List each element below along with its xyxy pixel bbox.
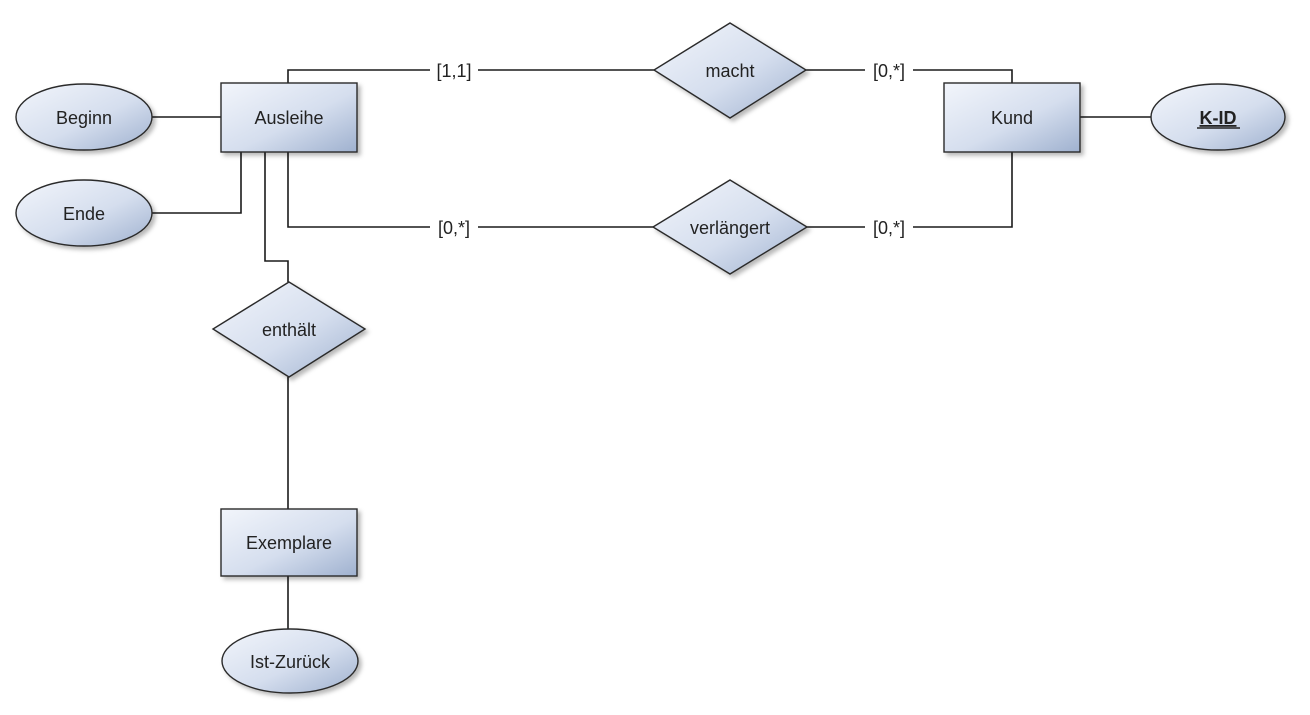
entity-exemplare[interactable]: Exemplare [220,508,358,577]
cardinality-verlaengert-ausleihe: [0,*] [438,218,470,238]
relationship-label: verlängert [690,218,770,238]
connector-ausleihe-verlaengert [287,152,430,228]
entity-label: Exemplare [246,533,332,553]
connector-ende-ausleihe [152,152,242,214]
relationship-label: macht [705,61,754,81]
cardinality-macht-ausleihe: [1,1] [436,61,471,81]
entity-ausleihe[interactable]: Ausleihe [220,82,358,153]
relationship-macht[interactable]: macht [652,22,808,119]
attribute-ist-zurueck[interactable]: Ist-Zurück [221,628,359,694]
attribute-label: Beginn [56,108,112,128]
cardinalities: [1,1] [0,*] [0,*] [0,*] [436,61,905,238]
cardinality-macht-kund: [0,*] [873,61,905,81]
relationship-label: enthält [262,320,316,340]
connector-ausleihe-enthaelt [264,152,289,282]
attribute-beginn[interactable]: Beginn [15,83,153,151]
attribute-label: Ende [63,204,105,224]
cardinality-verlaengert-kund: [0,*] [873,218,905,238]
relationship-verlaengert[interactable]: verlängert [651,179,809,275]
connector-macht-kund-2 [913,69,1013,83]
attribute-label: Ist-Zurück [250,652,331,672]
entity-label: Ausleihe [254,108,323,128]
connector-ausleihe-macht [287,69,430,83]
primary-key-label: K-ID [1200,108,1237,128]
relationship-enthaelt[interactable]: enthält [211,281,367,378]
attribute-k-id[interactable]: K-ID [1150,83,1286,151]
connectors [152,69,1151,630]
attribute-ende[interactable]: Ende [15,179,153,247]
entity-label: Kund [991,108,1033,128]
connector-verlaengert-kund-2 [913,152,1013,228]
entity-kund[interactable]: Kund [943,82,1081,153]
